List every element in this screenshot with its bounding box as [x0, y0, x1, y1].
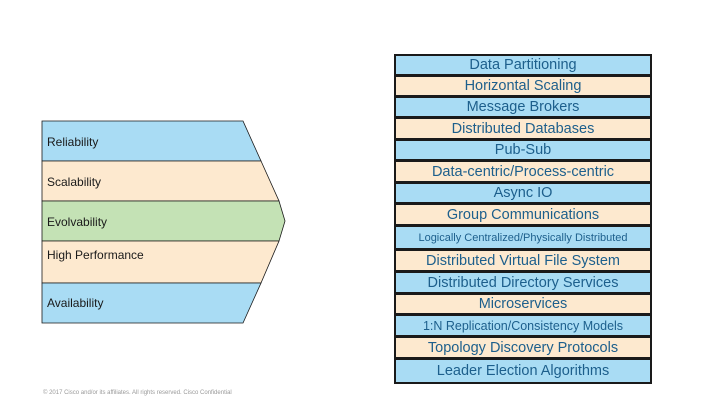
quality-label-reliability: Reliability [47, 135, 99, 149]
technique-box: Distributed Directory Services [394, 271, 652, 294]
technique-box: Message Brokers [394, 96, 652, 118]
technique-box: Group Communications [394, 203, 652, 226]
technique-box: Async IO [394, 182, 652, 204]
technique-box: Microservices [394, 293, 652, 315]
technique-box: Distributed Databases [394, 117, 652, 140]
technique-box: Data-centric/Process-centric [394, 160, 652, 183]
quality-label-high-performance: High Performance [47, 248, 144, 262]
technique-box: 1:N Replication/Consistency Models [394, 314, 652, 337]
quality-label-evolvability: Evolvability [47, 215, 108, 229]
copyright-footer: © 2017 Cisco and/or its affiliates. All … [43, 390, 232, 396]
quality-label-availability: Availability [47, 296, 104, 310]
technique-box: Logically Centralized/Physically Distrib… [394, 225, 652, 250]
technique-box: Horizontal Scaling [394, 75, 652, 97]
technique-box: Topology Discovery Protocols [394, 336, 652, 359]
quality-band-availability [41, 282, 262, 324]
technique-box: Distributed Virtual File System [394, 249, 652, 272]
technique-box: Data Partitioning [394, 54, 652, 76]
quality-band-evolvability [41, 200, 286, 242]
technique-box: Pub-Sub [394, 139, 652, 161]
technique-box: Leader Election Algorithms [394, 358, 652, 384]
techniques-stack: Data Partitioning Horizontal Scaling Mes… [394, 54, 652, 384]
quality-label-scalability: Scalability [47, 175, 102, 189]
